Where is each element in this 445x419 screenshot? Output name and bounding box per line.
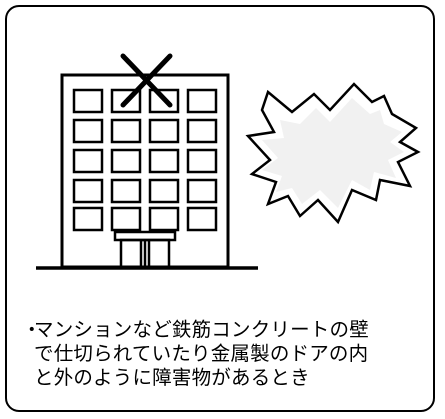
building-window	[148, 148, 180, 174]
building-window	[186, 88, 218, 114]
building-window	[186, 118, 218, 144]
building-window	[148, 178, 180, 204]
building-window	[72, 118, 104, 144]
building-windows	[72, 88, 218, 232]
caption-bullet: ・	[22, 318, 42, 341]
caption-line-2: で仕切られていたり金属製のドアの内	[34, 342, 369, 365]
building-window	[186, 178, 218, 204]
x-mark-icon	[120, 53, 173, 108]
building-window	[110, 178, 142, 204]
building-window	[110, 148, 142, 174]
caption: ・マンションなど鉄筋コンクリートの壁 で仕切られていたり金属製のドアの内 と外の…	[22, 318, 432, 390]
building-window	[148, 206, 180, 232]
building-window	[186, 148, 218, 174]
building-window	[72, 206, 104, 232]
building-window	[72, 88, 104, 114]
building-window	[148, 118, 180, 144]
building-window	[110, 206, 142, 232]
building-window	[72, 178, 104, 204]
building-window	[72, 148, 104, 174]
building-window	[110, 118, 142, 144]
building-window	[186, 206, 218, 232]
caption-line-1: ・マンションなど鉄筋コンクリートの壁	[22, 318, 432, 342]
caption-line-3: と外のように障害物があるとき	[34, 366, 310, 389]
building-entrance	[113, 230, 177, 269]
signal-burst-icon	[245, 82, 421, 225]
caption-text-1: マンションなど鉄筋コンクリートの壁	[34, 318, 369, 341]
